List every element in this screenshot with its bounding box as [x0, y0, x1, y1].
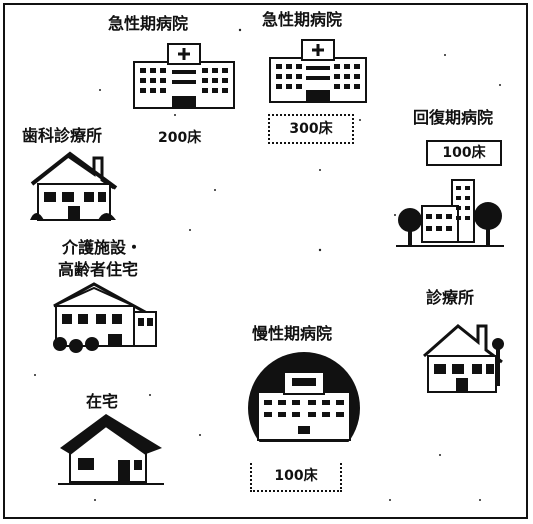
- acute-right-beds-box: 300床: [268, 114, 354, 144]
- home-house-icon: [58, 414, 164, 485]
- chronic-hospital-label: 慢性期病院: [252, 324, 333, 343]
- home-label: 在宅: [86, 392, 119, 411]
- recovery-hospital-label: 回復期病院: [413, 108, 494, 127]
- clinic-house-icon: [423, 324, 504, 393]
- acute-hospital-left-label: 急性期病院: [108, 14, 189, 33]
- acute-left-beds-label: 200床: [158, 130, 202, 146]
- acute-hospital-right-label: 急性期病院: [262, 10, 343, 29]
- hospital-icon: [269, 39, 367, 103]
- recovery-beds-box: 100床: [426, 140, 502, 166]
- care-facility-icon: [53, 282, 157, 353]
- hospital-icon: [133, 43, 235, 109]
- clinic-label: 診療所: [426, 288, 475, 307]
- chronic-beds-box: 100床: [250, 460, 342, 492]
- house-icon: [30, 151, 118, 221]
- care-facility-label-line1: 介護施設・: [62, 238, 143, 257]
- chronic-beds-label: 100床: [274, 468, 318, 484]
- dental-clinic-label: 歯科診療所: [22, 126, 103, 145]
- recovery-beds-label: 100床: [442, 145, 486, 161]
- care-facility-label-line2: 高齢者住宅: [58, 260, 139, 279]
- chronic-hospital-icon: [240, 352, 370, 462]
- hospital-with-trees-icon: [396, 179, 504, 247]
- acute-right-beds-label: 300床: [289, 121, 333, 137]
